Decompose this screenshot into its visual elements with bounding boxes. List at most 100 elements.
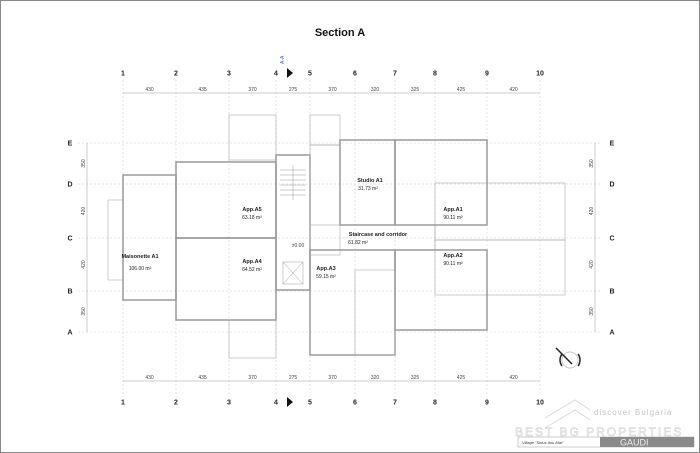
dimension-y: 420 <box>589 207 595 216</box>
axis-label-x: 9 <box>485 71 489 78</box>
room-app-a1 <box>394 139 488 226</box>
label-app-a2: App.A2 <box>443 253 462 259</box>
axis-label-y: E <box>610 141 615 148</box>
area-maisonette: 106.00 m² <box>129 266 152 272</box>
north-arrow-icon <box>555 347 581 369</box>
axis-label-x: 8 <box>433 71 437 78</box>
dimension-y: 350 <box>81 307 87 316</box>
svg-text:A-A: A-A <box>280 55 286 64</box>
axis-label-x: 8 <box>433 400 437 407</box>
axis-label-x: 9 <box>485 400 489 407</box>
axis-label-x: 2 <box>174 400 178 407</box>
room-app-a2 <box>394 249 488 331</box>
dimension-x: 325 <box>411 87 420 93</box>
dimension-y: 350 <box>81 159 87 168</box>
axis-label-y: A <box>609 330 614 337</box>
dimension-x: 420 <box>509 87 518 93</box>
dimension-x: 320 <box>371 375 380 381</box>
label-app-a5: App.A5 <box>242 207 261 213</box>
section-marker-bottom <box>287 397 293 407</box>
dimension-x: 430 <box>145 87 154 93</box>
dimension-x: 430 <box>145 375 154 381</box>
axis-label-x: 5 <box>308 71 312 78</box>
dimension-x: 370 <box>328 87 337 93</box>
axis-label-x: 1 <box>121 400 125 407</box>
dimension-x: 425 <box>457 375 466 381</box>
label-app-a3: App.A3 <box>316 266 335 272</box>
axis-label-x: 3 <box>227 400 231 407</box>
axis-label-y: C <box>609 236 614 243</box>
axis-label-y: B <box>67 289 72 296</box>
a3-bedroom <box>354 269 396 356</box>
dimension-y: 350 <box>589 159 595 168</box>
level-mark: ±0.00 <box>292 243 305 249</box>
dimension-y: 420 <box>589 260 595 269</box>
axis-label-y: D <box>67 182 72 189</box>
dimension-x: 275 <box>289 375 298 381</box>
dimension-y: 420 <box>81 207 87 216</box>
app-a2-living <box>434 239 566 296</box>
area-app-a5: 63.18 m² <box>242 215 262 221</box>
dimension-x: 370 <box>328 375 337 381</box>
section-marker-top: A-A <box>280 55 293 78</box>
axis-label-x: 5 <box>308 400 312 407</box>
area-app-a1: 90.11 m² <box>443 215 463 221</box>
dimension-y: 420 <box>81 260 87 269</box>
watermark-logo: discover Bulgaria BEST BG PROPERTIES <box>515 399 683 439</box>
axis-label-y: B <box>609 289 614 296</box>
drawing-title: Section A <box>315 27 365 39</box>
axis-label-y: D <box>609 182 614 189</box>
dimension-x: 320 <box>371 87 380 93</box>
axis-label-x: 10 <box>536 400 544 407</box>
label-app-a4: App.A4 <box>242 259 262 265</box>
rooms: ±0.00 <box>107 114 566 359</box>
dimension-x: 370 <box>248 375 257 381</box>
axis-label-y: C <box>67 236 72 243</box>
dimension-x: 420 <box>509 375 518 381</box>
area-studio-a1: 31.73 m² <box>358 186 378 192</box>
dimension-x: 325 <box>411 375 420 381</box>
axis-label-y: A <box>67 330 72 337</box>
area-app-a3: 59.15 m² <box>316 274 336 280</box>
balcony-bottom-a4 <box>228 319 277 359</box>
axis-label-x: 2 <box>174 71 178 78</box>
area-corridor: 61.82 m² <box>348 240 368 246</box>
room-labels: Maisonette A1 106.00 m² App.A5 63.18 m² … <box>121 178 463 280</box>
axis-label-x: 4 <box>274 400 278 407</box>
svg-text:BEST BG PROPERTIES: BEST BG PROPERTIES <box>515 425 683 439</box>
axis-label-x: 7 <box>393 71 397 78</box>
svg-text:discover Bulgaria: discover Bulgaria <box>594 408 672 417</box>
axis-label-x: 10 <box>536 71 544 78</box>
room-app-a5 <box>175 161 277 239</box>
project-name: Village "Sirius dou Mar" <box>522 440 564 445</box>
staircase <box>280 165 306 285</box>
axis-label-x: 4 <box>274 71 278 78</box>
label-corridor: Staircase and corridor <box>349 232 408 238</box>
firm-name: GAUDI <box>620 438 649 448</box>
grid-lines <box>78 80 600 395</box>
balcony-top-a5 <box>228 114 277 161</box>
axis-label-x: 6 <box>353 400 357 407</box>
dimension-x: 435 <box>198 375 207 381</box>
dimension-x: 370 <box>248 87 257 93</box>
axis-label-y: E <box>68 141 73 148</box>
dimension-x: 425 <box>457 87 466 93</box>
dimension-y: 350 <box>589 307 595 316</box>
room-app-a4 <box>175 237 277 321</box>
title-block: Village "Sirius dou Mar" GAUDI <box>517 436 695 448</box>
label-maisonette: Maisonette A1 <box>121 254 158 260</box>
area-app-a2: 90.11 m² <box>443 261 463 267</box>
axis-label-x: 7 <box>393 400 397 407</box>
label-app-a1: App.A1 <box>443 207 462 213</box>
dimension-x: 275 <box>289 87 298 93</box>
balcony-left <box>107 199 124 281</box>
label-studio-a1: Studio A1 <box>357 178 382 184</box>
room-maisonette <box>122 174 177 301</box>
corridor-vertical <box>309 144 341 256</box>
area-app-a4: 64.52 m² <box>242 267 262 273</box>
balcony-top-corridor <box>309 114 341 146</box>
dimension-x: 435 <box>198 87 207 93</box>
axis-label-x: 6 <box>353 71 357 78</box>
